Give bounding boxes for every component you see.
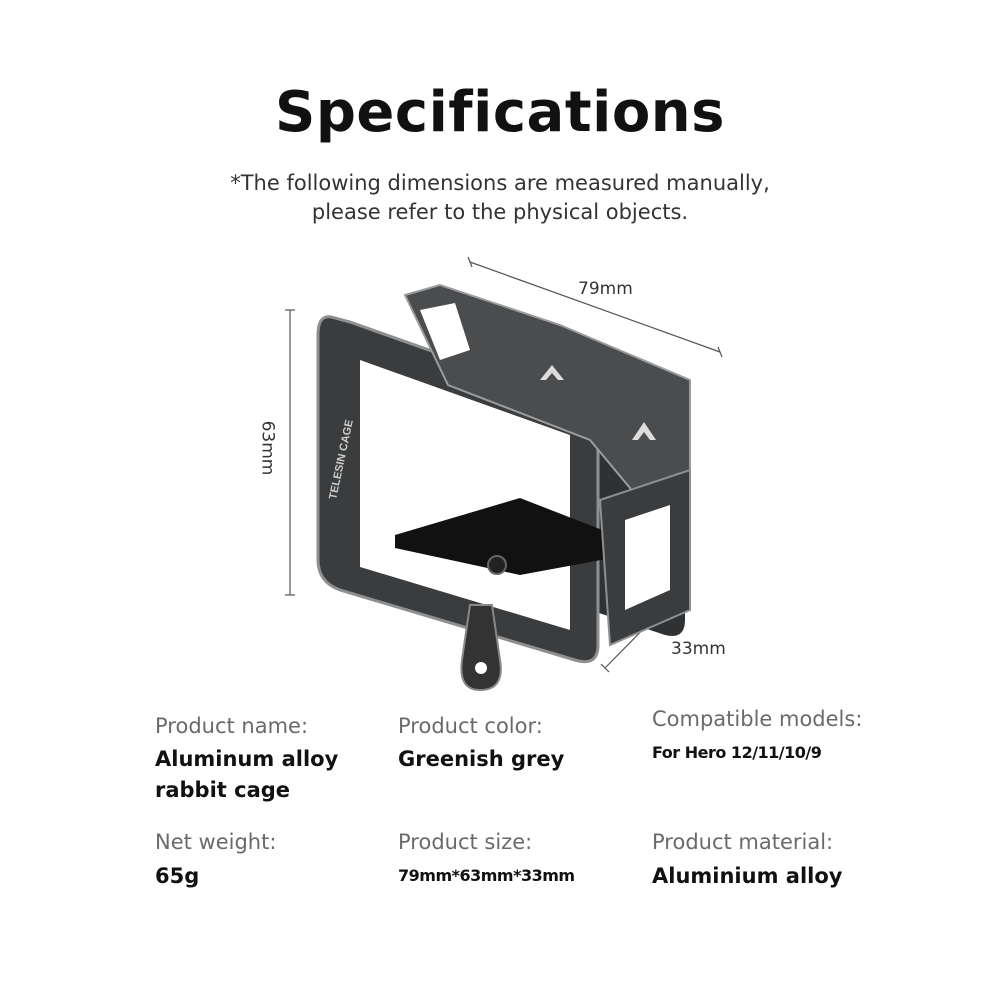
product-color-value: Greenish grey [398,747,565,771]
depth-label: 33mm [671,639,726,659]
product-color-label: Product color: [398,714,543,738]
page-title: Specifications [275,80,725,145]
length-dimension-line [469,261,721,353]
height-label: 63mm [257,420,278,476]
product-size-label: Product size: [398,830,533,854]
product-material-label: Product material: [652,830,834,854]
measurement-note-line1: *The following dimensions are measured m… [230,171,770,195]
net-weight-value: 65g [155,864,200,888]
product-material-value: Aluminium alloy [652,864,843,888]
product-name-value-line1: Aluminum alloy [155,747,339,771]
compatible-models-label: Compatible models: [652,707,863,731]
cage-image: TELESIN CAGE [316,283,691,692]
product-name-label: Product name: [155,714,309,738]
net-weight-label: Net weight: [155,830,277,854]
compatible-models-value: For Hero 12/11/10/9 [652,743,822,762]
product-size-value: 79mm*63mm*33mm [398,866,575,885]
measurement-note-line2: please refer to the physical objects. [311,200,689,224]
product-name-value-line2: rabbit cage [155,778,291,802]
length-label: 79mm [578,279,633,299]
